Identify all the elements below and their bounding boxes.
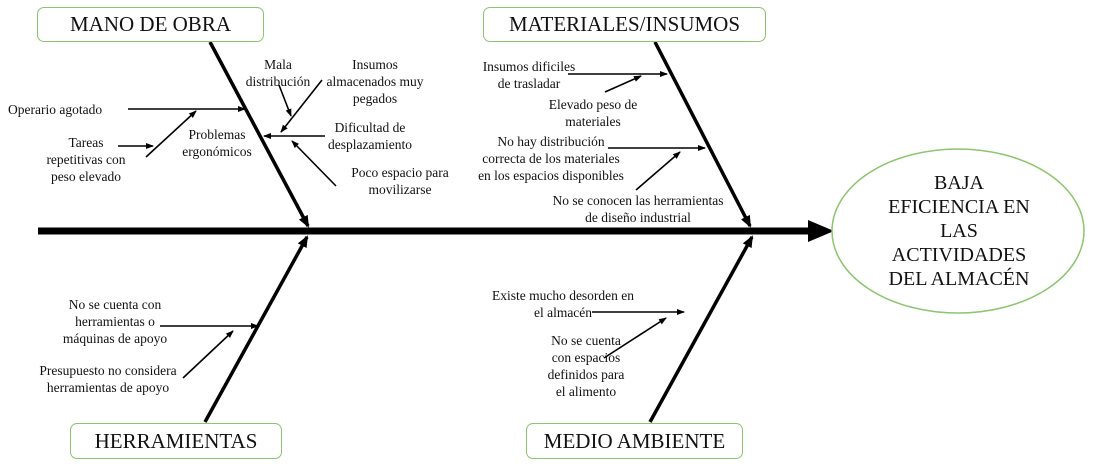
text-line: máquinas de apoyo (62, 331, 168, 346)
effect-line: BAJA (933, 172, 984, 194)
arrow-espacios (603, 317, 667, 359)
cause-dificiles: Insumos dificiles de trasladar (472, 58, 586, 92)
text-line: Elevado peso de (548, 97, 638, 112)
cause-poco: Poco espacio para movilizarse (340, 164, 460, 198)
text-line: movilizarse (368, 182, 432, 197)
arrow-poco (291, 140, 337, 187)
category-mano-de-obra: MANO DE OBRA (37, 7, 264, 42)
category-label: MANO DE OBRA (69, 12, 231, 36)
arrow-herramientas-diseno (635, 151, 681, 191)
text-line: distribución (245, 74, 311, 89)
text-line: No se conocen las herramientas (552, 193, 724, 208)
category-medio-ambiente: MEDIO AMBIENTE (526, 423, 743, 459)
text-line: Poco espacio para (351, 165, 449, 180)
text-line: Insumos (352, 57, 398, 72)
arrow-peso (604, 75, 642, 93)
category-label: MEDIO AMBIENTE (543, 428, 726, 453)
text-line: Existe mucho desorden en (491, 288, 635, 303)
category-label: MATERIALES/INSUMOS (508, 12, 741, 36)
bone-herramientas (203, 235, 309, 423)
bone-materiales (653, 41, 752, 228)
cause-mala: Mala distribución (240, 56, 316, 90)
text-line: Problemas (188, 127, 246, 142)
text-line: Presupuesto no considera (39, 363, 177, 378)
text-line: en los espacios disponibles (478, 168, 624, 183)
text-line: pegados (352, 91, 398, 106)
effect-line: LAS (940, 220, 978, 242)
arrow-presupuesto (182, 330, 234, 379)
cause-operario: Operario agotado (8, 102, 103, 117)
arrow-mala (278, 84, 292, 117)
cause-problemas: Problemas ergonómicos (172, 126, 262, 160)
text-line: repetitivas con (46, 152, 126, 167)
text-line: almacenados muy (326, 74, 424, 89)
arrow-insumos (280, 79, 323, 133)
text-line: No se cuenta con (68, 297, 162, 312)
text-line: herramientas de apoyo (46, 380, 170, 395)
text-line: herramientas o (75, 314, 155, 329)
cause-herramientas-diseno: No se conocen las herramientas de diseño… (540, 192, 736, 226)
text-line: Mala (264, 57, 292, 72)
arrow-problemas (145, 110, 197, 158)
text-line: No hay distribución (497, 134, 605, 149)
bone-medio-ambiente (648, 235, 754, 423)
effect-text: BAJA EFICIENCIA EN LAS ACTIVIDADES DEL A… (832, 148, 1086, 314)
effect-line: EFICIENCIA EN (888, 196, 1030, 218)
text-line: desplazamiento (328, 137, 412, 152)
text-line: el almacén (533, 305, 593, 320)
cause-dificultad: Dificultad de desplazamiento (322, 119, 418, 153)
text-line: con espacios (551, 350, 621, 365)
category-herramientas: HERRAMIENTAS (70, 423, 282, 459)
text-line: materiales (565, 114, 621, 129)
bone-mano-de-obra (208, 41, 310, 228)
text-line: Dificultad de (334, 120, 406, 135)
effect-ellipse (831, 148, 1085, 314)
text-line: Tareas (68, 135, 104, 150)
text-line: Insumos dificiles (482, 59, 576, 74)
text-line: correcta de los materiales (482, 151, 620, 166)
cause-desorden: Existe mucho desorden en el almacén (480, 287, 646, 321)
text-line: de diseño industrial (585, 210, 691, 225)
text-line: No se cuenta (551, 333, 621, 348)
cause-espacios: No se cuenta con espacios definidos para… (536, 332, 636, 400)
effect-line: DEL ALMACÉN (888, 268, 1030, 290)
text-line: el alimento (555, 384, 617, 399)
spine-arrowhead (808, 220, 834, 242)
cause-no-cuenta: No se cuenta con herramientas o máquinas… (56, 296, 174, 347)
category-label: HERRAMIENTAS (94, 428, 258, 453)
text-line: ergonómicos (182, 144, 252, 159)
text-line: definidos para (547, 367, 625, 382)
category-materiales: MATERIALES/INSUMOS (483, 7, 766, 42)
cause-distribucion: No hay distribución correcta de los mate… (466, 133, 636, 184)
cause-presupuesto: Presupuesto no considera herramientas de… (28, 362, 188, 396)
text-line: peso elevado (50, 169, 122, 184)
cause-peso: Elevado peso de materiales (534, 96, 652, 130)
text-line: de trasladar (497, 76, 561, 91)
cause-insumos: Insumos almacenados muy pegados (320, 56, 430, 107)
cause-tareas: Tareas repetitivas con peso elevado (36, 134, 136, 185)
effect-line: ACTIVIDADES (891, 244, 1027, 266)
